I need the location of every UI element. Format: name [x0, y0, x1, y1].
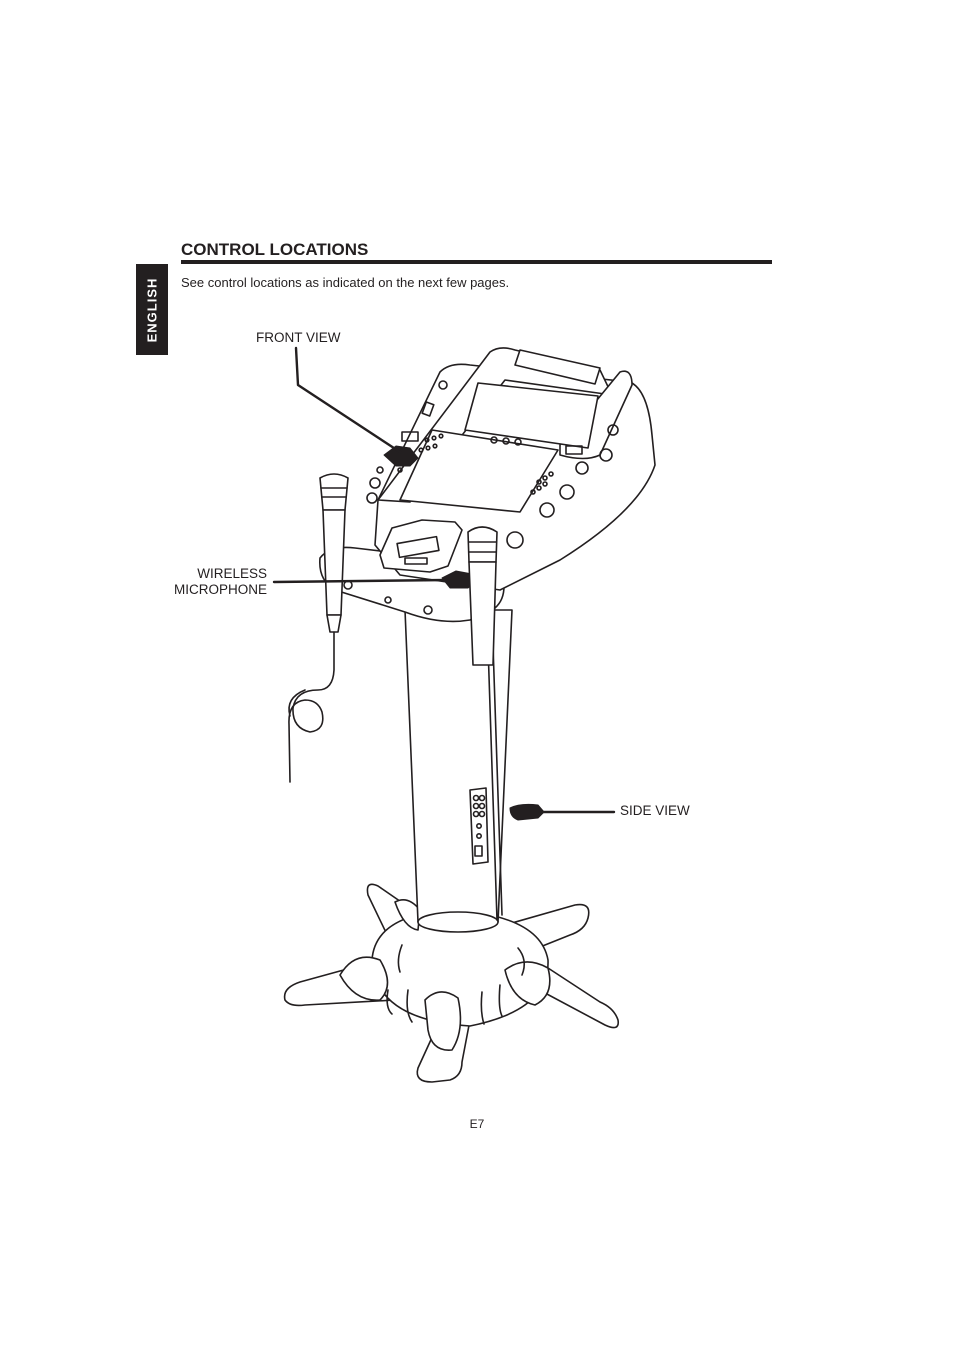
side-view-label: SIDE VIEW: [620, 803, 690, 818]
wireless-microphone-label-line2: MICROPHONE: [173, 582, 267, 597]
side-jack-panel: [469, 787, 489, 865]
left-microphone: [319, 473, 349, 633]
intro-text: See control locations as indicated on th…: [181, 275, 510, 290]
language-tab: ENGLISH: [136, 264, 168, 355]
leader-lines: [272, 346, 616, 814]
wireless-microphone-label: WIRELESS MICROPHONE: [160, 566, 267, 598]
top-console: [318, 347, 656, 623]
page-number: E7: [469, 1117, 485, 1131]
wireless-microphone-label-line1: WIRELESS: [197, 566, 267, 581]
section-title: CONTROL LOCATIONS: [181, 240, 369, 259]
base-flutes: [386, 944, 526, 1025]
front-view-label: FRONT VIEW: [256, 330, 341, 345]
console-controls: [343, 380, 619, 615]
microphone-cord: [288, 631, 335, 783]
base-feet: [283, 883, 620, 1083]
pointer-hands: [383, 445, 545, 821]
title-rule: [181, 260, 772, 264]
right-microphone: [467, 526, 498, 666]
